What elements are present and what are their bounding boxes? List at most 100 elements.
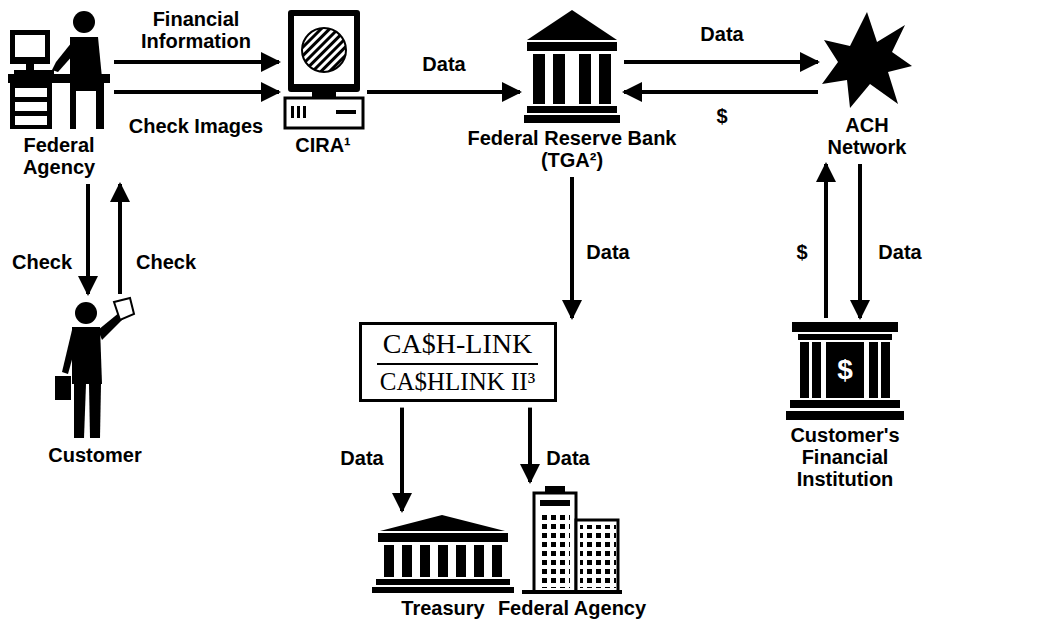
flow-arrow — [114, 60, 279, 64]
computer-icon-part — [297, 106, 300, 118]
bank-building-icon-part — [599, 54, 611, 104]
treasury-building-icon-part — [372, 587, 514, 593]
bank-building-icon-part — [524, 115, 620, 123]
computer-icon — [285, 10, 363, 128]
bank-building-icon-part — [527, 42, 617, 51]
edge-label: $ — [714, 105, 729, 127]
office-building-icon-part — [545, 486, 565, 493]
edge-label: Data — [338, 447, 385, 469]
computer-icon-part — [302, 28, 346, 72]
flow-arrow — [824, 164, 828, 318]
flow-arrow — [570, 177, 574, 318]
customer-node: Customer — [55, 298, 135, 440]
node-label: Customer's Financial Institution — [775, 424, 915, 490]
edge-label: Check Images — [119, 115, 273, 137]
worker-icon-part — [70, 37, 102, 78]
edge-label: Check — [134, 251, 198, 273]
flow-arrow — [367, 90, 520, 94]
office-building-icon-part — [540, 500, 570, 506]
flow-arrow — [86, 184, 90, 294]
treasury-building-icon-part — [474, 545, 484, 577]
network-starburst-part — [822, 12, 912, 108]
treasury-building-icon-part — [492, 545, 502, 577]
system-box: CA$H-LINKCA$HLINK II³ — [359, 322, 557, 402]
edge-label: Financial Information — [119, 8, 273, 52]
customer-figure-part — [114, 298, 134, 320]
edge-label: Check — [10, 251, 74, 273]
edge-label: Data — [420, 53, 467, 75]
treasury-building-icon-part — [420, 545, 430, 577]
financial-institution-icon-part — [786, 411, 904, 420]
node-label: Federal Agency — [0, 134, 119, 178]
bank-building-icon-part — [533, 54, 545, 104]
customer-figure — [55, 298, 134, 438]
treasury-node: Treasury — [372, 515, 514, 593]
worker-icon-part — [10, 30, 50, 64]
treasury-building-icon-part — [380, 515, 505, 531]
agency-node: Federal Agency — [8, 8, 110, 130]
node-label: CIRA¹ — [273, 134, 373, 156]
flow-arrow — [118, 184, 122, 294]
treasury-building-icon-part — [378, 533, 508, 542]
office-building-icon-part — [534, 493, 576, 592]
financial-institution-icon — [786, 322, 904, 420]
treasury-building-icon-part — [402, 545, 412, 577]
treasury-building-icon-part — [376, 579, 510, 585]
worker-icon-part — [70, 91, 76, 129]
flow-arrow — [624, 90, 818, 94]
node-label: Federal Agency — [482, 597, 662, 619]
flow-arrow — [114, 90, 279, 94]
financial-institution-icon-part — [800, 342, 809, 398]
edge-label: Data — [876, 241, 923, 263]
office-building-icon-part — [522, 590, 622, 594]
node-label: Federal Reserve Bank (TGA²) — [465, 127, 680, 171]
edge-label: Data — [544, 447, 591, 469]
worker-icon-part — [73, 11, 95, 33]
bank-building-icon-part — [527, 106, 617, 113]
treasury-building-icon — [372, 515, 514, 593]
computer-icon-part — [291, 106, 294, 118]
customer-figure-part — [89, 384, 101, 438]
bank-building-icon-part — [553, 54, 565, 104]
bank-building-icon-part — [527, 10, 617, 40]
worker-icon-part — [15, 35, 45, 57]
worker-icon-part — [70, 83, 104, 91]
computer-icon-part — [294, 16, 354, 84]
system-node: CIRA¹ — [283, 8, 363, 130]
customer-figure-part — [55, 376, 71, 400]
financial-institution-icon-part — [869, 342, 878, 398]
node-label: ACH Network — [812, 114, 922, 158]
node-label: Customer — [40, 444, 150, 466]
computer-icon-part — [303, 106, 306, 118]
edge-label: Data — [698, 23, 745, 45]
bank-building-icon-part — [579, 54, 591, 104]
customer-figure-part — [72, 327, 102, 384]
financial-institution-icon-part — [798, 334, 892, 340]
currency-sign: $ — [837, 356, 853, 384]
worker-icon-part — [15, 88, 47, 97]
flow-arrow — [528, 408, 532, 482]
financial-institution-icon-part — [826, 342, 864, 398]
node-label: Treasury — [383, 597, 503, 619]
worker-icon-part — [96, 91, 104, 129]
financial-institution-icon-part — [812, 342, 821, 398]
worker-icon-part — [10, 83, 52, 129]
treasury-building-icon-part — [384, 545, 394, 577]
customer-figure-part — [74, 384, 86, 438]
financial-institution-icon-part — [790, 400, 900, 408]
box-title: CA$H-LINK — [377, 327, 538, 365]
office-building-icon-part — [576, 520, 618, 592]
worker-icon-part — [52, 42, 74, 72]
treasury-building-icon-part — [456, 545, 466, 577]
bank-building-icon — [524, 10, 620, 123]
worker-icon-part — [15, 116, 47, 125]
financial-institution-icon-part — [792, 322, 898, 332]
network-starburst — [822, 12, 912, 108]
treasury-building-icon-part — [438, 545, 448, 577]
office-building-icon — [522, 486, 622, 594]
edge-label: Data — [584, 241, 631, 263]
agency-node: Federal Agency — [522, 486, 622, 593]
bank-node: Federal Reserve Bank (TGA²) — [524, 8, 620, 123]
